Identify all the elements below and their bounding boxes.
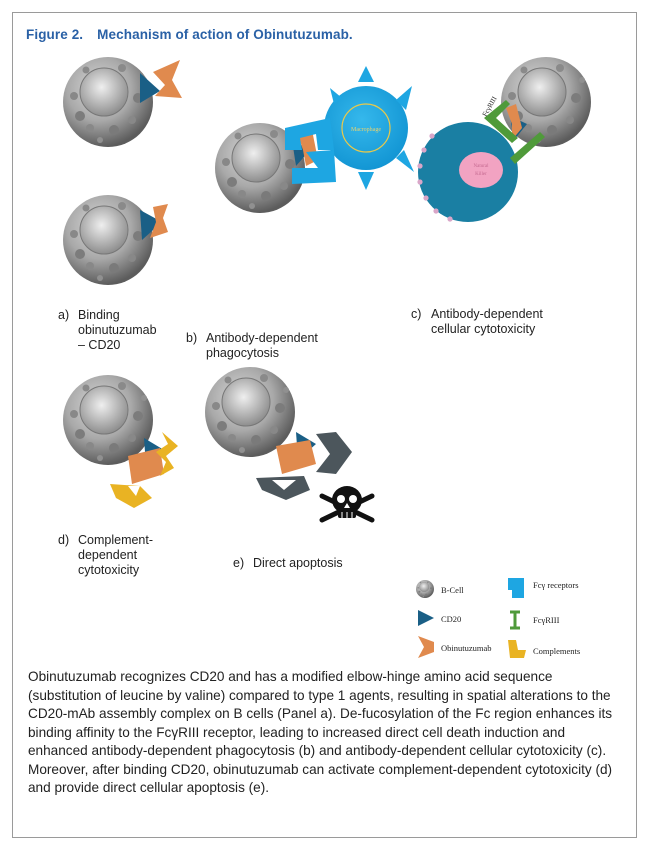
skull-icon [319,486,375,523]
b-cell-icon [62,56,154,148]
fcgriii-icon [484,100,518,143]
macrophage-nucleus [341,103,391,153]
legend-fc-receptors-label: Fcγ receptors [533,580,579,590]
obinutuzumab-icon [153,60,182,98]
legend-b-cell-icon [415,579,435,599]
panel-c-caption: c) Antibody-dependent cellular cytotoxici… [411,307,543,337]
legend-fcgriii-label: FcγRIII [533,615,560,625]
cd20-icon [140,73,160,103]
macrophage-spike [396,150,414,172]
cd20-icon [140,210,162,240]
legend-obinutuzumab-label: Obinutuzumab [441,643,492,653]
panel-a-bottom-group [62,194,168,286]
figure-title-text: Mechanism of action of Obinutuzumab. [97,27,353,42]
figure-number: Figure 2. [26,27,84,42]
panel-d-group [62,374,178,508]
complement-icon [110,484,152,508]
panel-a-caption: a) Binding obinutuzumab – CD20 [58,308,157,353]
macrophage-cell [324,86,408,170]
figure-frame [12,12,637,838]
fc-receptor-icon [292,150,336,184]
panel-a-letter: a) [58,308,70,322]
panel-b-letter: b) [186,331,198,345]
legend [415,578,526,658]
complement-icon [156,432,178,476]
legend-fcgriii-icon [510,610,520,630]
panel-d-caption: d) Complement- dependent cytotoxicity [58,533,153,578]
panel-e-letter: e) [233,556,245,570]
panel-b-group: Macrophage [214,66,414,214]
macrophage-spike [396,86,412,110]
legend-fc-receptor-icon [508,578,524,598]
obinutuzumab-icon [506,104,522,140]
nk-label: Natural [474,164,490,169]
macrophage-spike [358,172,374,190]
fc-receptor-icon [285,118,334,150]
fcgriii-icon [510,132,545,164]
legend-complements-label: Complements [533,646,581,656]
legend-obinutuzumab-icon [418,636,434,658]
b-cell-icon [62,194,154,286]
panel-b-text: Antibody-dependent phagocytosis [206,331,318,360]
panel-d-letter: d) [58,533,70,547]
panel-c-text: Antibody-dependent cellular cytotoxicity [431,307,543,336]
b-cell-icon [62,374,154,466]
panel-d-text: Complement- dependent cytotoxicity [78,533,154,577]
obinutuzumab-icon [150,204,168,238]
obinutuzumab-icon [128,448,164,484]
macrophage-spike [358,66,374,82]
macrophage-spike [330,88,342,104]
panel-b-caption: b) Antibody-dependent phagocytosis [186,331,318,361]
nk-label: Killer [475,172,487,177]
b-cell-icon [204,366,296,458]
macrophage-label: Macrophage [351,127,381,133]
panel-c-group: Natural Killer FcγRIII [417,56,592,222]
figure-description: Obinutuzumab recognizes CD20 and has a m… [28,669,613,795]
legend-complement-icon [508,640,526,658]
figure-title: Figure 2. Mechanism of action of Obinutuz… [26,27,353,42]
panel-e-group [204,366,375,523]
legend-b-cell-label: B-Cell [441,585,464,595]
panel-a-text: Binding obinutuzumab – CD20 [78,308,157,352]
obinutuzumab-icon [276,440,316,474]
panel-e-text: Direct apoptosis [253,556,343,570]
panel-e-caption: e) Direct apoptosis [233,556,343,571]
panel-a-top-group [62,56,182,148]
legend-cd20-icon [418,610,434,626]
panel-c-letter: c) [411,307,422,321]
apoptosis-antibody-icon [316,432,352,474]
legend-cd20-label: CD20 [441,614,462,624]
nk-nucleus [459,152,503,188]
